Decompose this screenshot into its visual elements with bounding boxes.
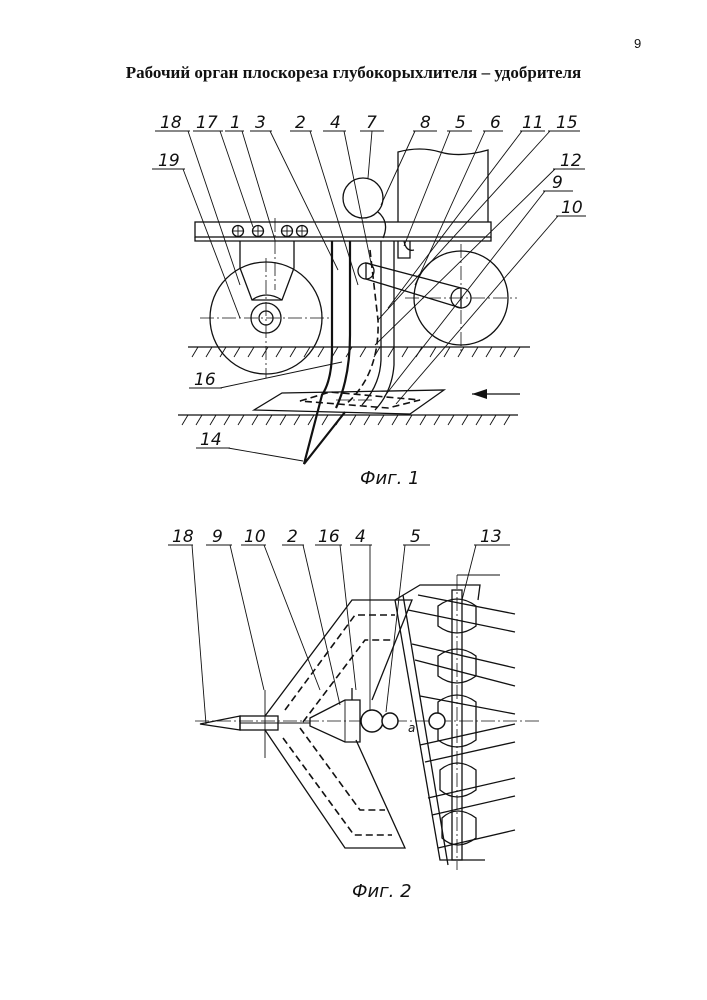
fig2-label-13: 13	[480, 527, 502, 547]
fig1-label-6: 6	[490, 113, 501, 133]
fig1-label-18: 18	[160, 113, 182, 133]
fig2-label-2: 2	[287, 527, 298, 547]
figure-1-caption: Фиг. 1	[360, 468, 420, 489]
left-support-wheel	[200, 258, 332, 378]
travel-direction-arrow	[472, 389, 520, 399]
shank-plan	[310, 688, 398, 742]
fig1-label-1: 1	[230, 113, 241, 133]
lower-wing	[265, 728, 405, 848]
fig2-label-5: 5	[410, 527, 421, 547]
fig1-label-12: 12	[560, 151, 582, 171]
shank	[322, 241, 394, 410]
fig1-label-19: 19	[158, 151, 180, 171]
fig1-label-9: 9	[552, 173, 563, 193]
figure-2: a 18 9 10	[168, 527, 540, 902]
fig1-label-11: 11	[522, 113, 544, 133]
fig1-label-4: 4	[330, 113, 341, 133]
fig1-label-16: 16	[194, 370, 216, 390]
fig1-label-7: 7	[366, 113, 377, 133]
fig2-label-4: 4	[355, 527, 366, 547]
fig1-label-2: 2	[295, 113, 306, 133]
fig1-label-3: 3	[255, 113, 266, 133]
fig1-label-15: 15	[556, 113, 578, 133]
fig2-label-9: 9	[212, 527, 223, 547]
leader-lines	[152, 131, 586, 461]
leader-lines-fig2	[168, 545, 510, 724]
fig2-label-18: 18	[172, 527, 194, 547]
fig1-label-17: 17	[196, 113, 218, 133]
fig1-label-10: 10	[561, 198, 583, 218]
wheel-bracket	[240, 241, 294, 300]
figure-2-caption: Фиг. 2	[352, 881, 412, 902]
hopper	[398, 149, 488, 222]
nose-tip	[200, 690, 310, 758]
fig1-label-5: 5	[455, 113, 466, 133]
fig1-label-8: 8	[420, 113, 431, 133]
fig2-label-10: 10	[244, 527, 266, 547]
figure-1: 18 17 1 3 2 4 7 8 5 6 11 15 19 12 9 10 1…	[152, 113, 586, 489]
axis-mark-a: a	[408, 721, 415, 735]
fig1-label-14: 14	[200, 430, 222, 450]
fig2-label-16: 16	[318, 527, 340, 547]
